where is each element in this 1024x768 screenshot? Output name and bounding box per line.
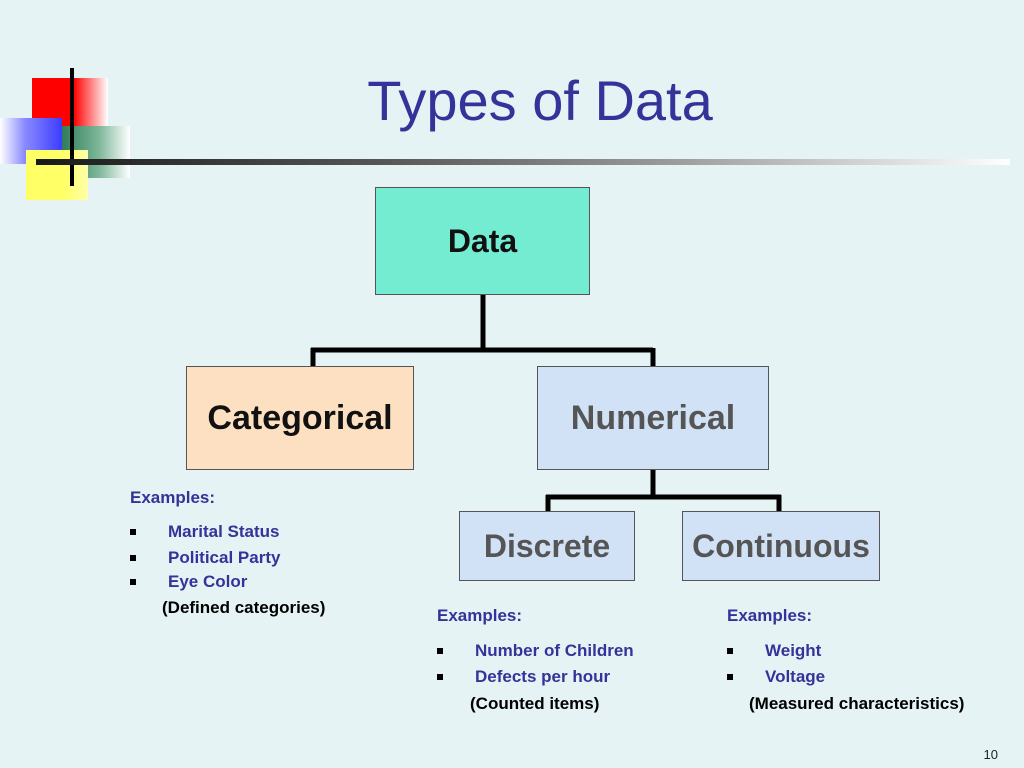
bullet-icon: [727, 648, 733, 654]
decorative-vertical-line: [70, 68, 74, 186]
node-numerical: Numerical: [537, 366, 769, 470]
title-underline: [36, 159, 1010, 165]
continuous-note: (Measured characteristics): [749, 694, 965, 713]
node-categorical: Categorical: [186, 366, 414, 470]
decorative-yellow-square: [26, 150, 88, 200]
categorical-note: (Defined categories): [162, 598, 326, 617]
discrete-examples-heading: Examples:: [437, 606, 523, 625]
continuous-examples-heading: Examples:: [727, 606, 813, 625]
bullet-icon: [130, 579, 136, 585]
discrete-note: (Counted items): [470, 694, 600, 713]
bullet-icon: [130, 529, 136, 535]
slide-title: Types of Data: [367, 69, 713, 132]
bullet-icon: [727, 674, 733, 680]
bullet-icon: [437, 648, 443, 654]
node-data: Data: [375, 187, 590, 295]
bullet-icon: [130, 555, 136, 561]
node-discrete: Discrete: [459, 511, 635, 581]
page-number: 10: [983, 747, 998, 762]
node-continuous: Continuous: [682, 511, 880, 581]
bullet-icon: [437, 674, 443, 680]
categorical-examples-heading: Examples:: [130, 488, 216, 507]
